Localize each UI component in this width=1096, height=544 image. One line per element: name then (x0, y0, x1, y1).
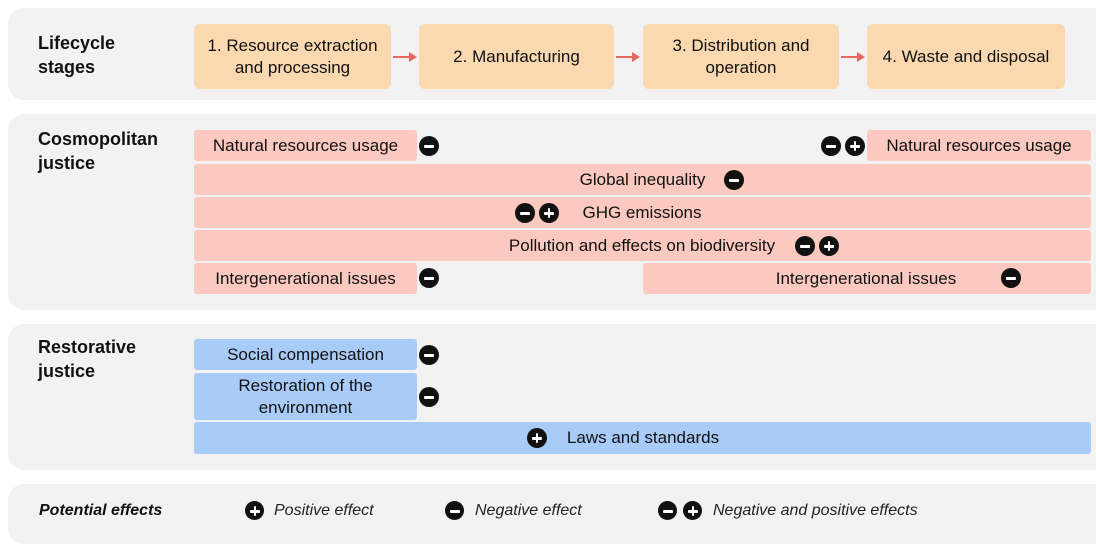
negative-effect-icon (515, 203, 535, 223)
positive-effect-icon (683, 501, 702, 520)
global-inequality-label: Global inequality (579, 169, 706, 189)
legend-negative-label: Negative effect (475, 502, 582, 519)
negative-effect-icon (419, 136, 439, 156)
lifecycle-title: Lifecycle stages (38, 33, 116, 77)
restoration-environment-bar: Restoration of the environment (194, 373, 417, 420)
intergenerational-issues-right-label: Intergenerational issues (775, 268, 957, 288)
positive-effect-icon (845, 136, 865, 156)
stage-waste-disposal: 4. Waste and disposal (867, 24, 1065, 89)
laws-standards-label: Laws and standards (566, 428, 720, 447)
social-compensation-bar: Social compensation (194, 339, 417, 370)
positive-effect-icon (819, 236, 839, 256)
ghg-emissions-bar (194, 197, 1091, 228)
stage-manufacturing: 2. Manufacturing (419, 24, 614, 89)
legend-title: Potential effects (39, 502, 163, 519)
ghg-emissions-label: GHG emissions (582, 202, 702, 222)
natural-resources-usage-left: Natural resources usage (194, 130, 417, 161)
cosmopolitan-title: Cosmopolitan justice (38, 129, 158, 173)
positive-effect-icon (539, 203, 559, 223)
arrow-2-3 (616, 52, 640, 62)
negative-effect-icon (821, 136, 841, 156)
restorative-title: Restorative justice (38, 337, 137, 381)
pollution-bar (194, 230, 1091, 261)
legend-positive-label: Positive effect (274, 502, 374, 519)
laws-standards-bar (194, 422, 1091, 454)
negative-effect-icon (658, 501, 677, 520)
legend-both-label: Negative and positive effects (713, 502, 918, 519)
global-inequality-bar (194, 164, 1091, 195)
positive-effect-icon (527, 428, 547, 448)
negative-effect-icon (419, 387, 439, 407)
negative-effect-icon (1001, 268, 1021, 288)
stage-distribution: 3. Distribution and operation (643, 24, 839, 89)
negative-effect-icon (724, 170, 744, 190)
natural-resources-usage-right: Natural resources usage (867, 130, 1091, 161)
negative-effect-icon (445, 501, 464, 520)
negative-effect-icon (419, 268, 439, 288)
arrow-3-4 (841, 52, 865, 62)
intergenerational-issues-left: Intergenerational issues (194, 263, 417, 294)
arrow-1-2 (393, 52, 417, 62)
negative-effect-icon (419, 345, 439, 365)
positive-effect-icon (245, 501, 264, 520)
negative-effect-icon (795, 236, 815, 256)
stage-resource-extraction: 1. Resource extraction and processing (194, 24, 391, 89)
pollution-label: Pollution and effects on biodiversity (508, 235, 776, 255)
